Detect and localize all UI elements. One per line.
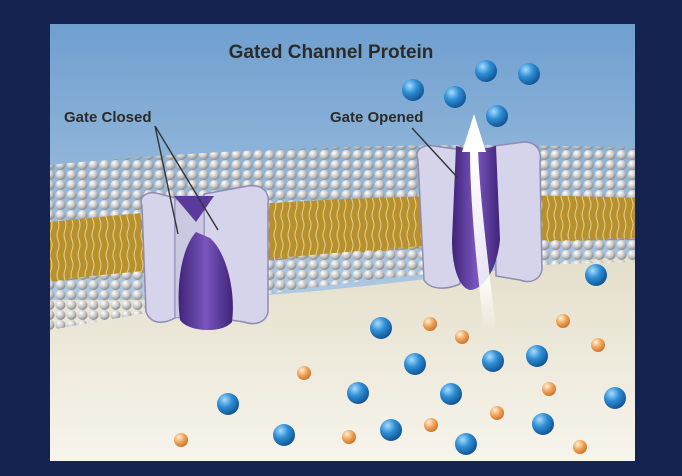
small-sphere-icon [542, 382, 556, 396]
label-gate-opened: Gate Opened [330, 109, 423, 126]
channel-closed-core [178, 232, 233, 331]
sphere-icon [347, 382, 369, 404]
arrow-up-icon [462, 114, 496, 330]
small-sphere-icon [297, 366, 311, 380]
sphere-icon [585, 264, 607, 286]
scene: Gated Channel Protein Gate Closed Gate O… [50, 24, 635, 461]
sphere-icon [475, 60, 497, 82]
blue-ions [217, 60, 626, 455]
sphere-icon [486, 105, 508, 127]
small-sphere-icon [423, 317, 437, 331]
sphere-icon [404, 353, 426, 375]
small-sphere-icon [573, 440, 587, 454]
small-sphere-icon [591, 338, 605, 352]
small-sphere-icon [556, 314, 570, 328]
label-gate-closed: Gate Closed [64, 109, 152, 126]
sphere-icon [217, 393, 239, 415]
orange-molecules [174, 314, 605, 454]
leader-line-closed-1 [154, 125, 179, 235]
label-leader-lines [154, 125, 459, 235]
sphere-icon [370, 317, 392, 339]
channel-opened-subunit-right [493, 141, 543, 283]
small-sphere-icon [455, 330, 469, 344]
channel-closed-subunit-left [140, 192, 176, 324]
sphere-icon [273, 424, 295, 446]
channel-closed [140, 184, 270, 331]
sphere-icon [482, 350, 504, 372]
sphere-icon [380, 419, 402, 441]
diagram-title: Gated Channel Protein [229, 42, 434, 63]
small-sphere-icon [490, 406, 504, 420]
sphere-icon [532, 413, 554, 435]
leader-line-closed-2 [154, 125, 219, 231]
sphere-icon [455, 433, 477, 455]
small-sphere-icon [342, 430, 356, 444]
leader-line-opened [411, 127, 459, 179]
sphere-icon [402, 79, 424, 101]
sphere-icon [518, 63, 540, 85]
sphere-icon [440, 383, 462, 405]
sphere-icon [526, 345, 548, 367]
sphere-icon [444, 86, 466, 108]
gate-closed-plug [174, 196, 214, 222]
sphere-icon [604, 387, 626, 409]
small-sphere-icon [424, 418, 438, 432]
small-sphere-icon [174, 433, 188, 447]
